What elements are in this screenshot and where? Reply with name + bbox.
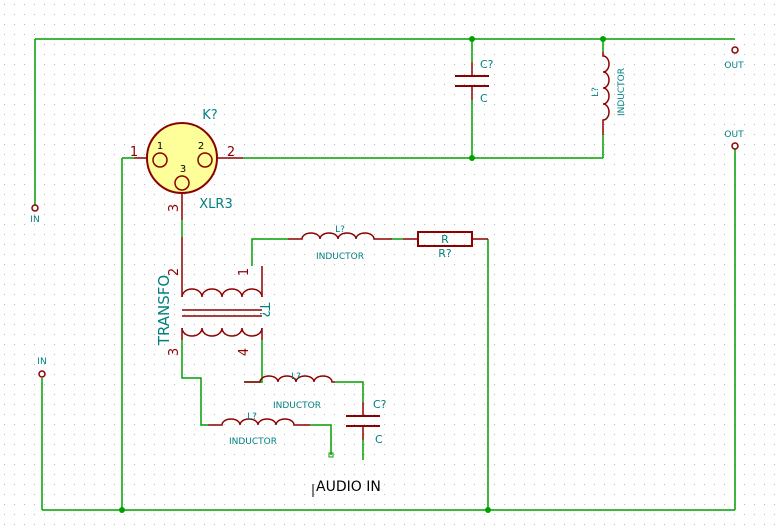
xlr-connector[interactable]: 1 2 3 1 2 3 K? XLR3 — [130, 108, 243, 220]
transfo-pin-4: 4 — [237, 348, 252, 356]
transfo-pin-2: 2 — [167, 268, 182, 276]
resistor[interactable]: R R? — [403, 231, 488, 260]
wire-ind2-right[interactable] — [310, 424, 332, 455]
xlr-inner-num-3: 3 — [180, 164, 186, 175]
xlr-inner-num-1: 1 — [157, 141, 163, 152]
inductor-mid-ref: L? — [335, 225, 345, 235]
port-in-top-terminal — [31, 204, 39, 212]
cap-low-ref: C? — [373, 398, 387, 411]
resistor-ref: R? — [438, 247, 452, 260]
transformer-labels: 2 1 3 4 TRANSFO T? — [155, 268, 271, 356]
wire-pin1-down[interactable] — [121, 157, 134, 510]
inductor-low2-coil — [208, 418, 310, 426]
inductor-mid[interactable]: L? INDUCTOR — [288, 225, 392, 262]
inductor-low1-coil — [244, 375, 335, 383]
transformer[interactable] — [181, 237, 263, 340]
xlr-body — [146, 122, 218, 194]
junction-bottom-res — [485, 507, 491, 513]
port-in-top[interactable]: IN — [30, 204, 40, 225]
junction-top-ind — [600, 36, 606, 42]
junction-dots — [119, 36, 606, 513]
inductor-top[interactable]: L? INDUCTOR — [591, 52, 627, 135]
xlr-pin-label-2: 2 — [227, 145, 235, 160]
xlr-pin3-hole — [174, 175, 190, 191]
ports: IN IN OUT OUT — [30, 46, 744, 378]
wire-transfo-pin1-up[interactable] — [251, 238, 288, 266]
xlr-value: XLR3 — [199, 197, 232, 212]
xlr-pin2-hole — [197, 152, 213, 168]
inductor-top-ref: L? — [591, 87, 601, 97]
junction-cap-bus — [469, 155, 475, 161]
wire-transfo-pin3[interactable] — [181, 340, 208, 426]
capacitor-low[interactable]: C? C — [346, 398, 387, 446]
inductor-low1-value: INDUCTOR — [273, 401, 321, 411]
inductor-mid-value: INDUCTOR — [316, 252, 364, 262]
transfo-pin-1: 1 — [237, 268, 252, 276]
transfo-ref: T? — [256, 302, 271, 318]
port-out-right[interactable]: OUT — [724, 130, 744, 150]
inductor-low-1[interactable]: L? INDUCTOR — [244, 372, 335, 411]
port-in-bottom-terminal — [38, 370, 46, 378]
transfo-value: TRANSFO — [155, 275, 173, 346]
inductor-top-coil — [602, 52, 610, 135]
xlr-pin-label-1: 1 — [130, 145, 138, 160]
capacitor-top[interactable]: C? C — [455, 58, 494, 105]
wire-end-marker — [328, 452, 334, 458]
port-out-top-label: OUT — [724, 61, 744, 71]
transfo-secondary-coil — [181, 327, 263, 337]
wire-low-ind-right[interactable] — [335, 381, 364, 402]
xlr-ref: K? — [202, 108, 217, 123]
junction-bottom-left — [119, 507, 125, 513]
xlr-pin-label-3: 3 — [167, 204, 182, 212]
inductor-low1-ref: L? — [291, 372, 301, 382]
junction-top-cap — [469, 36, 475, 42]
inductor-top-value: INDUCTOR — [617, 68, 627, 116]
cap-low-value: C — [375, 433, 383, 446]
xlr-pin1-hole — [152, 152, 168, 168]
port-in-top-label: IN — [30, 215, 39, 225]
inductor-low-2[interactable]: L? INDUCTOR — [208, 412, 310, 447]
resistor-value: R — [441, 233, 449, 246]
transfo-primary-coil — [181, 288, 263, 298]
xlr-inner-num-2: 2 — [198, 141, 204, 152]
port-out-right-terminal — [731, 142, 739, 150]
cap-top-ref: C? — [480, 58, 494, 71]
audio-in-label-group: AUDIO IN — [312, 479, 381, 497]
inductor-low2-ref: L? — [247, 412, 257, 422]
port-out-right-label: OUT — [724, 130, 744, 140]
inductor-mid-coil — [288, 232, 392, 240]
port-in-bottom[interactable]: IN — [37, 357, 47, 378]
inductor-low2-value: INDUCTOR — [229, 437, 277, 447]
port-out-top-terminal — [731, 46, 739, 54]
port-in-bottom-label: IN — [37, 357, 46, 367]
cap-top-value: C — [480, 92, 488, 105]
audio-in-label: AUDIO IN — [316, 479, 381, 495]
port-out-top[interactable]: OUT — [724, 46, 744, 71]
transfo-pin-3: 3 — [167, 348, 182, 356]
